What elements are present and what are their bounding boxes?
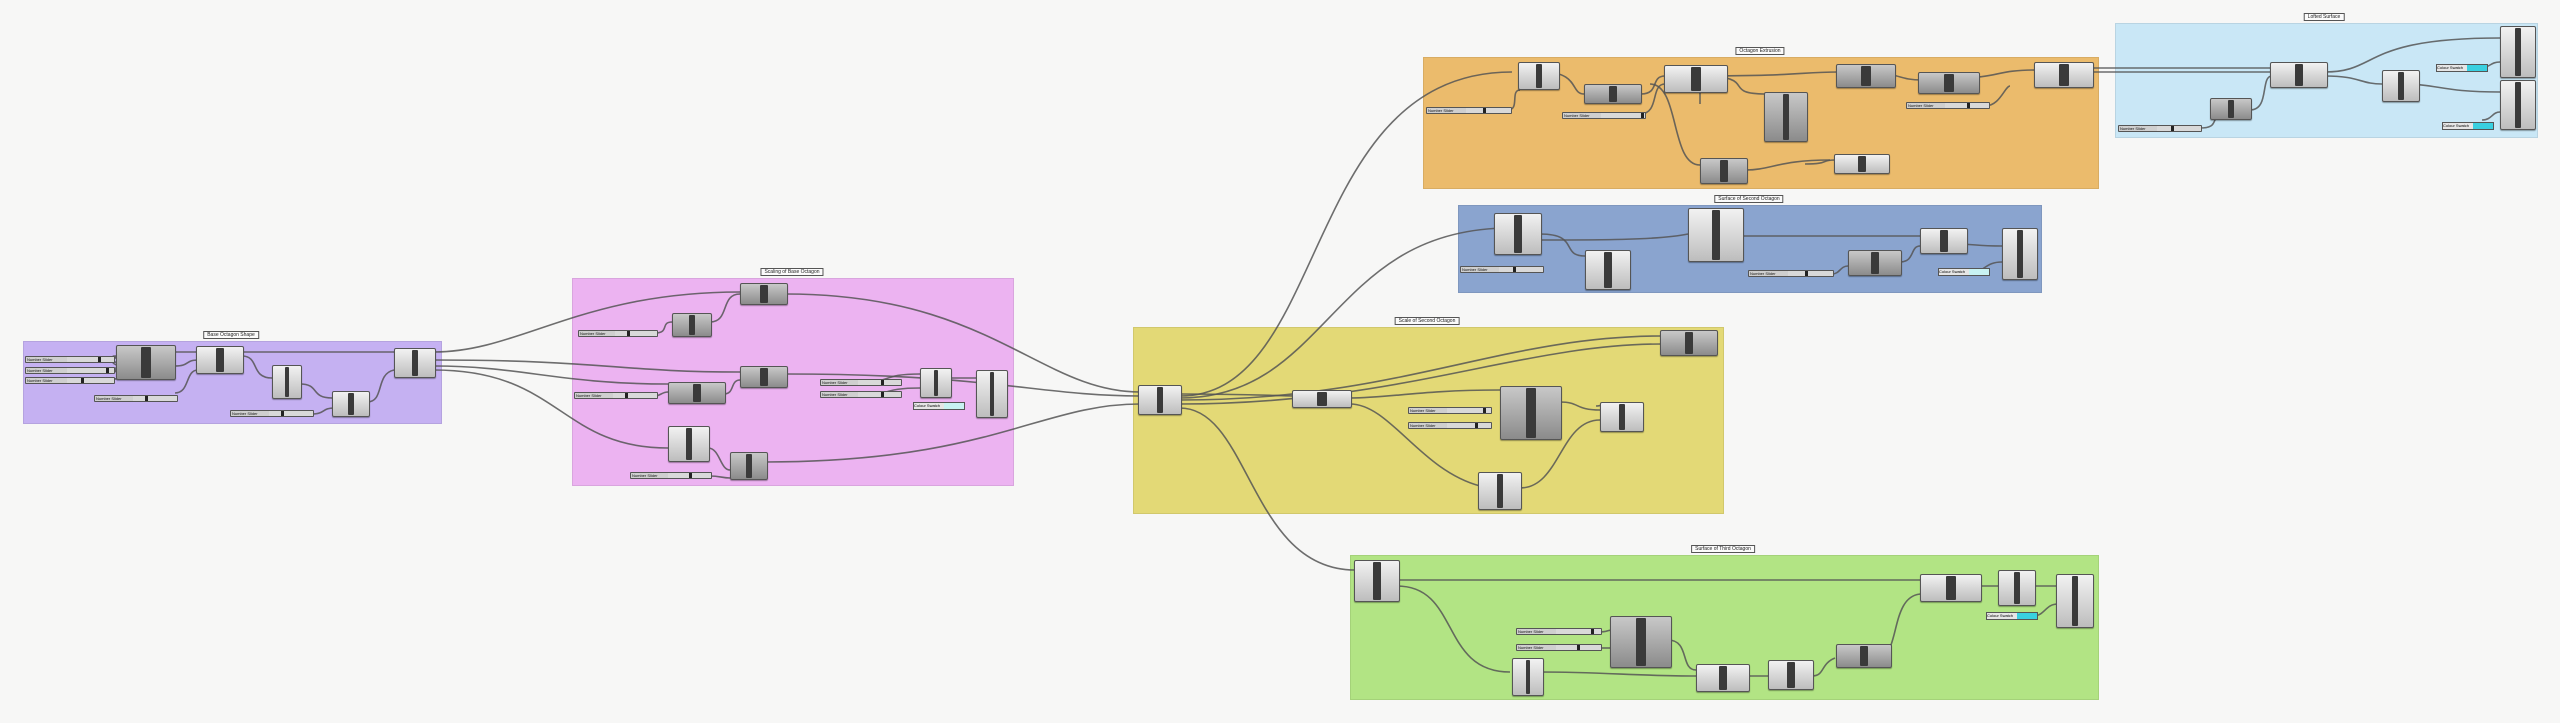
move-component[interactable]: [730, 452, 768, 480]
boundary-surfaces-component[interactable]: [1998, 570, 2036, 606]
colour-swatch[interactable]: Colour Swatch: [1986, 612, 2038, 620]
move-component[interactable]: [740, 366, 788, 388]
move-component[interactable]: [1836, 64, 1896, 88]
custom-preview-component[interactable]: [976, 370, 1008, 418]
number-slider[interactable]: Number Slider: [1748, 270, 1834, 277]
polygon-component[interactable]: [1292, 390, 1352, 408]
colour-swatch[interactable]: Colour Swatch: [1938, 268, 1990, 276]
merge-component[interactable]: [1768, 660, 1814, 690]
boundary-surfaces-component[interactable]: [1688, 208, 1744, 262]
number-slider[interactable]: Number Slider: [25, 367, 115, 374]
merge-component[interactable]: [2382, 70, 2420, 102]
move-component[interactable]: [1585, 250, 1631, 290]
unit-z-component[interactable]: [1848, 250, 1902, 276]
number-slider[interactable]: Number Slider: [820, 379, 902, 386]
number-slider[interactable]: Number Slider: [1460, 266, 1544, 273]
number-slider[interactable]: Number Slider: [630, 472, 712, 479]
unit-z-component[interactable]: [1836, 644, 1892, 668]
custom-preview-component[interactable]: [2002, 228, 2038, 280]
unit-z-component[interactable]: [1478, 472, 1522, 510]
number-slider[interactable]: Number Slider: [2118, 125, 2202, 132]
move-component[interactable]: [332, 391, 370, 417]
unit-z-component[interactable]: [272, 365, 302, 399]
colour-swatch[interactable]: Colour Swatch: [913, 402, 965, 410]
polygon-component[interactable]: [1354, 560, 1400, 602]
group-title: Surface of Third Octagon: [1691, 545, 1755, 553]
unit-z-component[interactable]: [1584, 84, 1642, 104]
number-slider[interactable]: Number Slider: [574, 392, 658, 399]
unit-z-component[interactable]: [1512, 658, 1544, 696]
unit-z-component[interactable]: [668, 382, 726, 404]
unit-z-component[interactable]: [1918, 72, 1980, 94]
number-slider[interactable]: Number Slider: [1408, 407, 1492, 414]
loft-component[interactable]: [1920, 574, 1982, 602]
number-slider[interactable]: Number Slider: [25, 377, 115, 384]
group-title: Surface of Second Octagon: [1714, 195, 1784, 203]
merge-component[interactable]: [196, 346, 244, 374]
scale-component[interactable]: [1500, 386, 1562, 440]
group-title: Octagon Extrusion: [1735, 47, 1785, 55]
number-slider[interactable]: Number Slider: [578, 330, 658, 337]
scale-component[interactable]: [2210, 98, 2252, 120]
polygon-component[interactable]: [116, 345, 176, 380]
scale-component[interactable]: [394, 348, 436, 378]
loft-component[interactable]: [2270, 62, 2328, 88]
polygon-component[interactable]: [668, 426, 710, 462]
move-component[interactable]: [1696, 664, 1750, 692]
custom-preview-component[interactable]: [2500, 26, 2536, 78]
group-title: Scale of Second Octagon: [1394, 317, 1460, 325]
number-slider[interactable]: Number Slider: [1516, 628, 1602, 635]
number-slider[interactable]: Number Slider: [1408, 422, 1492, 429]
group-title: Base Octagon Shape: [203, 331, 259, 339]
boundary-surfaces-component[interactable]: [1764, 92, 1808, 142]
number-slider[interactable]: Number Slider: [1426, 107, 1512, 114]
custom-preview-component[interactable]: [2056, 574, 2094, 628]
move-component[interactable]: [740, 283, 788, 305]
polygon-component[interactable]: [1494, 213, 1542, 255]
colour-swatch[interactable]: Colour Swatch: [2436, 64, 2488, 72]
merge-component[interactable]: [1138, 385, 1182, 415]
number-slider[interactable]: Number Slider: [1516, 644, 1602, 651]
scale-component[interactable]: [1518, 62, 1560, 90]
extrude-component[interactable]: [1664, 65, 1728, 93]
group-title: Scaling of Base Octagon: [760, 268, 824, 276]
custom-preview-component[interactable]: [2500, 80, 2536, 130]
move-component[interactable]: [1920, 228, 1968, 254]
move-component[interactable]: [1600, 402, 1644, 432]
polygon-component[interactable]: [1660, 330, 1718, 356]
group-title: Lofted Surface: [2303, 13, 2345, 21]
number-slider[interactable]: Number Slider: [1906, 102, 1990, 109]
number-slider[interactable]: Number Slider: [1562, 112, 1646, 119]
number-slider[interactable]: Number Slider: [25, 356, 115, 363]
extrude-component[interactable]: [2034, 62, 2094, 88]
move-component[interactable]: [1700, 158, 1748, 184]
merge-component[interactable]: [1834, 154, 1890, 174]
colour-swatch[interactable]: Colour Swatch: [2442, 122, 2494, 130]
scale-component[interactable]: [1610, 616, 1672, 668]
number-slider[interactable]: Number Slider: [820, 391, 902, 398]
number-slider[interactable]: Number Slider: [94, 395, 178, 402]
unit-z-component[interactable]: [672, 313, 712, 337]
number-slider[interactable]: Number Slider: [230, 410, 314, 417]
merge-component[interactable]: [920, 368, 952, 398]
